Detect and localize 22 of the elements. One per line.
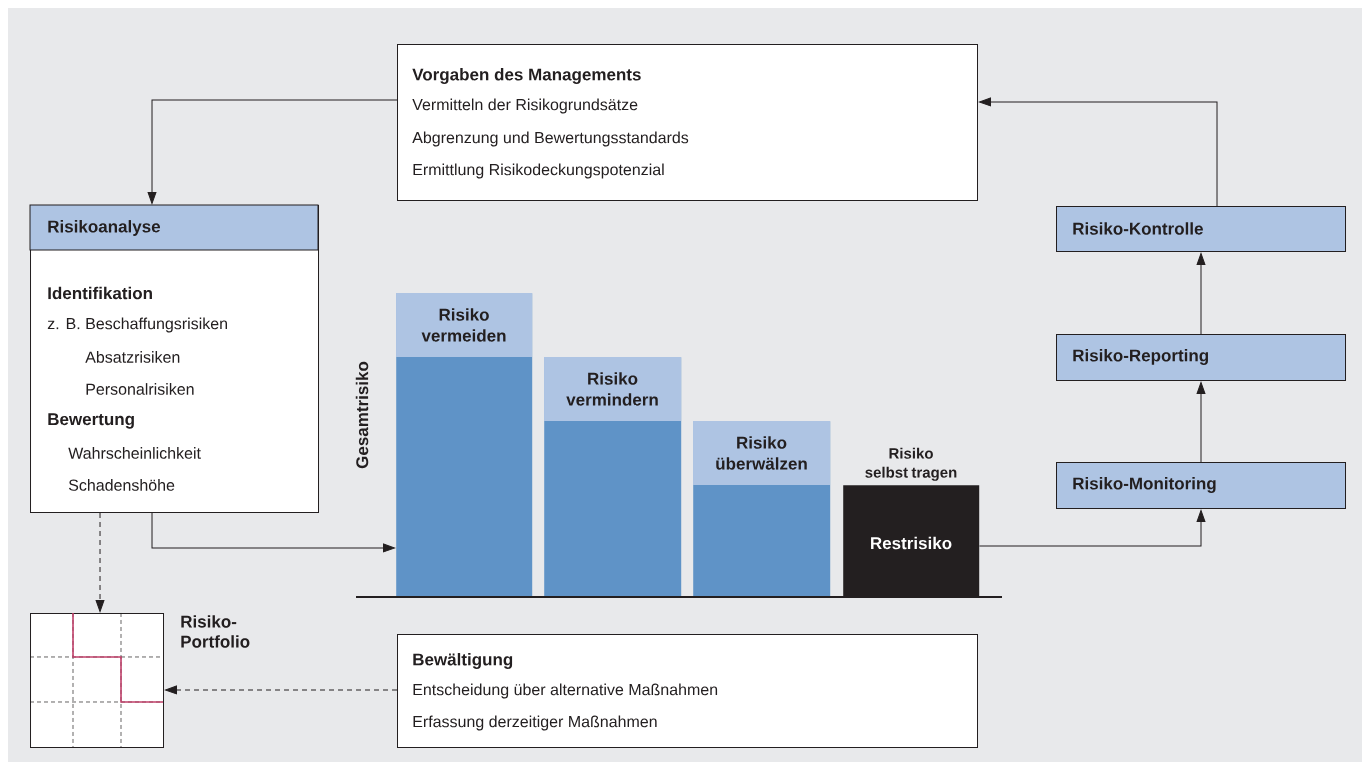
process-box: Risiko-Kontrolle — [1056, 206, 1346, 252]
axis-label: Gesamtrisiko — [355, 361, 369, 469]
arrow — [147, 99, 398, 204]
arrow — [1196, 253, 1206, 335]
portfolio-grid: Risiko- Portfolio — [29, 612, 250, 748]
text-box: Vorgaben des Managements Vermitteln der Risikogrundsätze Abgrenzung und Bewertungsstandards Ermittlung Risikodeckungspotenzial — [397, 44, 978, 201]
arrow — [151, 512, 395, 553]
node-label: Risiko selbst tragen — [865, 447, 957, 481]
bar: Risiko überwälzen — [693, 421, 831, 598]
process-box: Risiko-Monitoring — [1056, 462, 1346, 509]
analysis-box: Risikoanalyse Identifikation z. B. Beschaffungsrisiken Absatzrisiken Personalrisiken Bewertung Wahrscheinlichkeit Schadenshöhe — [29, 204, 319, 513]
arrow — [979, 97, 1218, 207]
arrow — [1196, 382, 1206, 463]
node-label: Risiko- Portfolio — [181, 615, 250, 648]
arrow — [978, 510, 1206, 547]
process-box: Risiko-Reporting — [1056, 334, 1346, 381]
bar: Risiko vermindern — [544, 357, 682, 598]
text-box: Bewältigung Entscheidung über alternative Maßnahmen Erfassung derzeitiger Maßnahmen — [397, 634, 978, 748]
arrow — [165, 685, 398, 695]
bar: Risiko selbst tragen Restrisiko — [843, 447, 980, 598]
arrow — [95, 512, 105, 612]
bar: Risiko vermeiden — [396, 293, 533, 598]
